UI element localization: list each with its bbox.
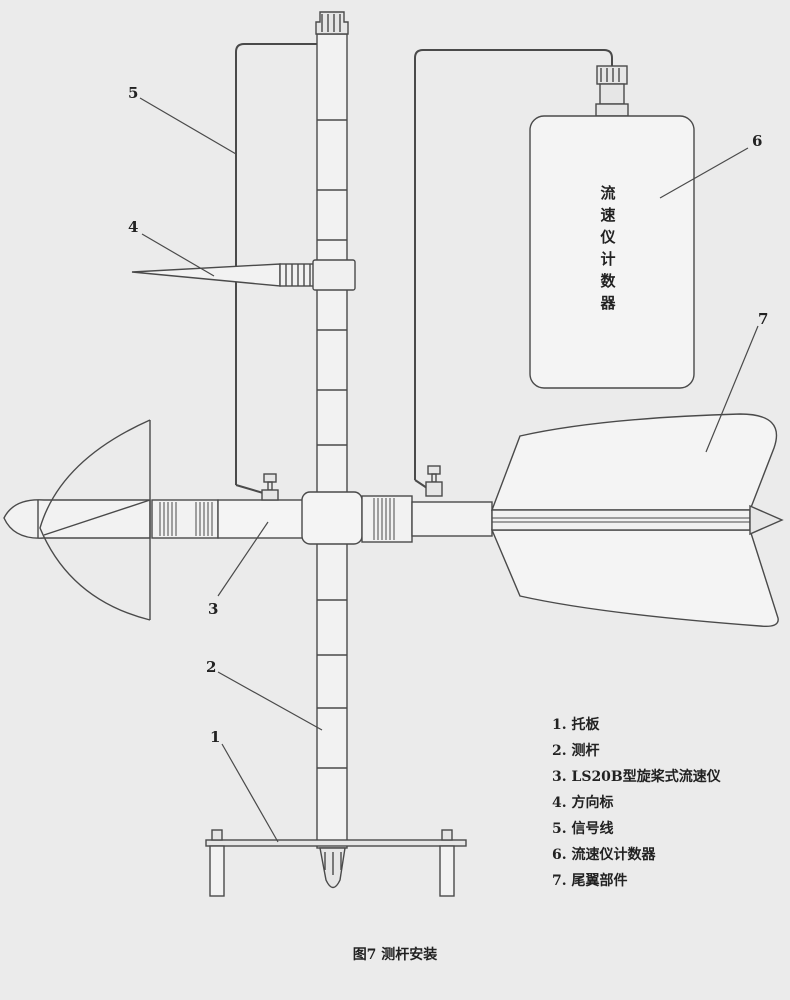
counter-char: 计 — [600, 250, 616, 268]
base-plate — [205, 829, 467, 897]
signal-cable-right — [414, 49, 613, 480]
counter-char: 速 — [600, 206, 616, 224]
legend-item: 5. 信号线 — [552, 821, 614, 837]
legend-item: 7. 尾翼部件 — [552, 873, 628, 889]
callout-6: 6 — [752, 132, 763, 150]
callout-7: 7 — [758, 310, 769, 328]
figure-caption: 图7 测杆安装 — [352, 947, 438, 963]
callout-4: 4 — [128, 218, 139, 236]
counter-char: 流 — [600, 184, 616, 202]
callout-1: 1 — [210, 728, 221, 746]
direction-vane — [131, 259, 356, 291]
legend: 1. 托板 2. 测杆 3. LS20B型旋桨式流速仪 4. 方向标 5. 信号… — [552, 712, 721, 894]
legend-item: 2. 测杆 — [552, 743, 600, 759]
callout-3: 3 — [208, 600, 219, 618]
counter-box-label: 流 速 仪 计 数 器 — [598, 182, 618, 314]
counter-char: 仪 — [600, 228, 616, 246]
callout-2: 2 — [206, 658, 217, 676]
counter-char: 器 — [600, 294, 616, 312]
tail-fin — [490, 413, 784, 628]
measuring-rod — [315, 11, 349, 889]
leader-lines — [139, 97, 759, 843]
current-meter — [3, 419, 493, 621]
callout-5: 5 — [128, 84, 139, 102]
legend-item: 1. 托板 — [552, 717, 600, 733]
propeller — [39, 419, 151, 621]
counter-char: 数 — [600, 272, 616, 290]
legend-item: 3. LS20B型旋桨式流速仪 — [552, 769, 721, 785]
legend-item: 4. 方向标 — [552, 795, 614, 811]
signal-cable — [235, 43, 318, 485]
legend-item: 6. 流速仪计数器 — [552, 847, 656, 863]
counter-box — [529, 65, 695, 389]
